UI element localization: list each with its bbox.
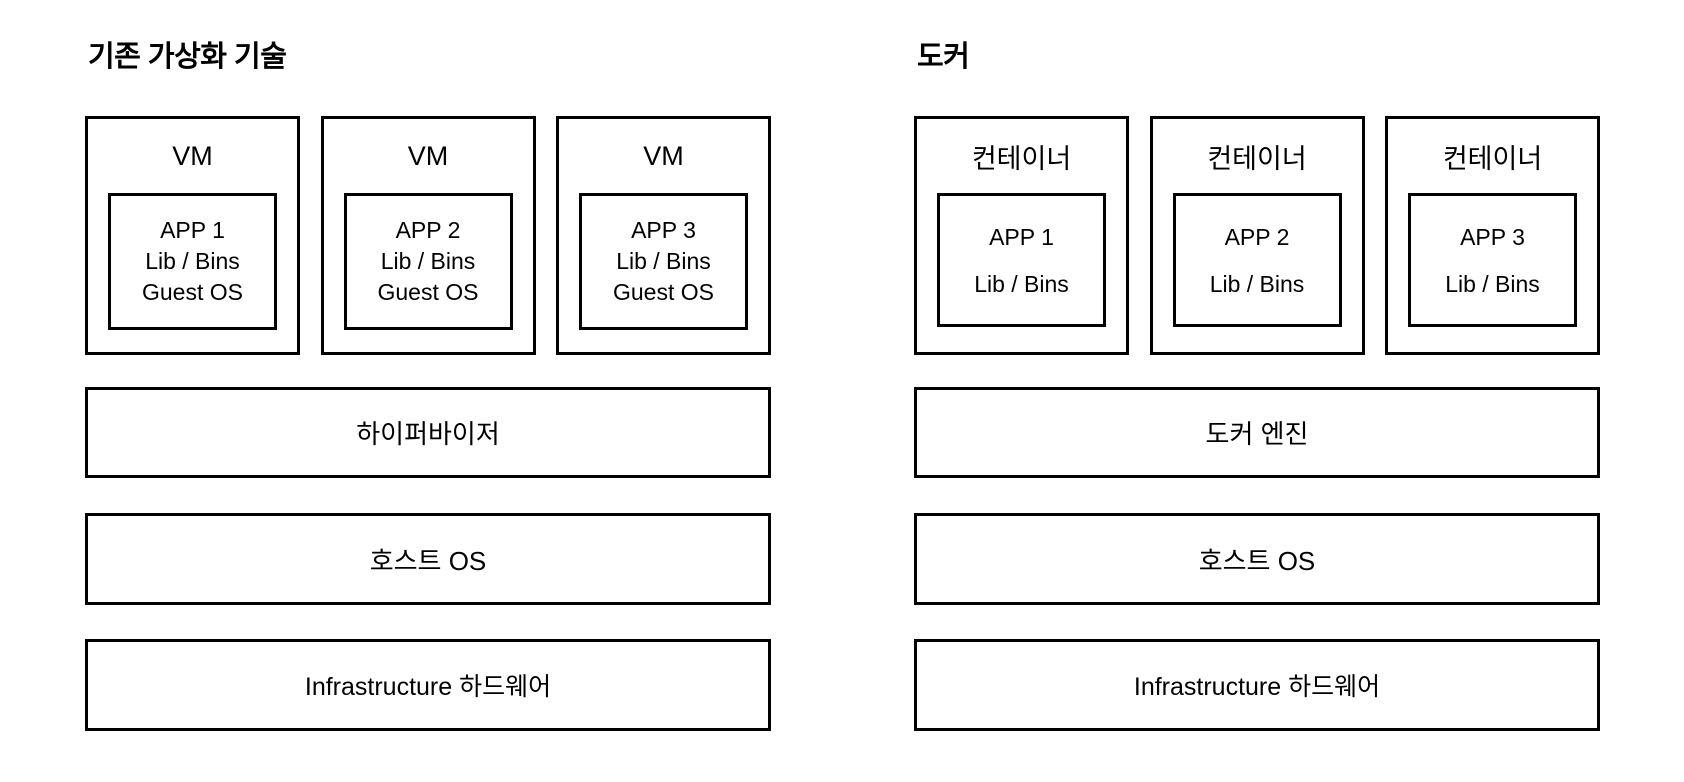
traditional-virtualization-title: 기존 가상화 기술 xyxy=(88,41,287,73)
vm-3-app-box: APP 3 Lib / Bins Guest OS xyxy=(579,193,748,330)
container-2-app-box: APP 2 Lib / Bins xyxy=(1172,193,1342,327)
layer-infrastructure-right: Infrastructure 하드웨어 xyxy=(914,639,1600,731)
layer-docker-engine-label: 도커 엔진 xyxy=(1205,419,1309,449)
vm-row: VM APP 1 Lib / Bins Guest OS VM APP 2 Li… xyxy=(85,116,771,355)
layer-host-os-right: 호스트 OS xyxy=(914,513,1600,605)
container-1-app-box: APP 1 Lib / Bins xyxy=(937,193,1106,327)
container-box-3: 컨테이너 APP 3 Lib / Bins xyxy=(1385,116,1600,355)
vm-3-app-line: APP 3 xyxy=(631,217,696,243)
layer-host-os-left-label: 호스트 OS xyxy=(369,545,487,576)
container-3-app-line: APP 3 xyxy=(1460,223,1525,250)
container-2-lib-line: Lib / Bins xyxy=(1209,270,1305,297)
container-1-lib-line: Lib / Bins xyxy=(974,270,1069,297)
layer-host-os-right-label: 호스트 OS xyxy=(1198,545,1316,576)
layer-infrastructure-left: Infrastructure 하드웨어 xyxy=(85,639,771,731)
vm-box-1: VM APP 1 Lib / Bins Guest OS xyxy=(85,116,300,355)
container-1-app-line: APP 1 xyxy=(989,223,1054,250)
vm-1-guest-os-line: Guest OS xyxy=(142,279,243,305)
container-2-label: 컨테이너 xyxy=(1207,143,1307,174)
layer-hypervisor-label: 하이퍼바이저 xyxy=(356,419,500,449)
layer-host-os-left: 호스트 OS xyxy=(85,513,771,605)
vm-2-guest-os-line: Guest OS xyxy=(377,279,479,305)
container-box-1: 컨테이너 APP 1 Lib / Bins xyxy=(914,116,1129,355)
vm-2-app-line: APP 2 xyxy=(395,217,461,243)
container-box-2: 컨테이너 APP 2 Lib / Bins xyxy=(1149,116,1365,355)
vm-3-lib-line: Lib / Bins xyxy=(616,248,711,274)
vm-box-3: VM APP 3 Lib / Bins Guest OS xyxy=(556,116,771,355)
container-1-label: 컨테이너 xyxy=(971,143,1072,174)
layer-infrastructure-left-label: Infrastructure 하드웨어 xyxy=(304,673,552,701)
vm-1-app-line: APP 1 xyxy=(160,217,225,243)
docker-title: 도커 xyxy=(917,41,970,73)
layer-hypervisor: 하이퍼바이저 xyxy=(85,387,771,478)
layer-docker-engine: 도커 엔진 xyxy=(914,387,1600,478)
container-row: 컨테이너 APP 1 Lib / Bins 컨테이너 APP 2 Lib / B… xyxy=(914,116,1600,355)
vm-1-app-box: APP 1 Lib / Bins Guest OS xyxy=(108,193,277,330)
panel-traditional-virtualization: 기존 가상화 기술 VM APP 1 Lib / Bins Guest OS V… xyxy=(85,42,771,731)
vm-2-label: VM xyxy=(407,140,449,171)
vm-box-2: VM APP 2 Lib / Bins Guest OS xyxy=(320,116,536,355)
vm-1-label: VM xyxy=(172,140,213,171)
vm-3-guest-os-line: Guest OS xyxy=(613,279,714,305)
panel-docker: 도커 컨테이너 APP 1 Lib / Bins 컨테이너 APP 2 Lib … xyxy=(914,42,1600,731)
container-3-label: 컨테이너 xyxy=(1442,143,1543,174)
container-3-lib-line: Lib / Bins xyxy=(1445,270,1540,297)
vm-2-lib-line: Lib / Bins xyxy=(380,248,476,274)
container-3-app-box: APP 3 Lib / Bins xyxy=(1408,193,1577,327)
vm-2-app-box: APP 2 Lib / Bins Guest OS xyxy=(343,193,513,330)
vm-1-lib-line: Lib / Bins xyxy=(145,248,240,274)
layer-infrastructure-right-label: Infrastructure 하드웨어 xyxy=(1133,673,1381,701)
container-2-app-line: APP 2 xyxy=(1224,223,1290,250)
vm-3-label: VM xyxy=(643,140,684,171)
